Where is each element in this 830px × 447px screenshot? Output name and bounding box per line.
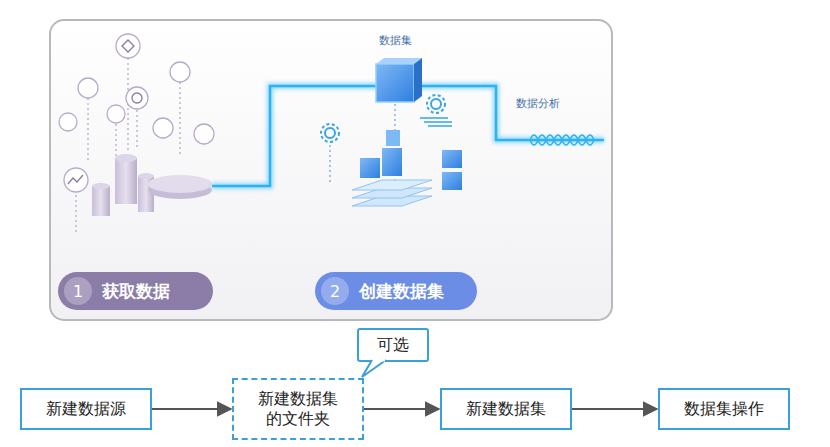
database-cylinders [92,154,212,216]
illustration-label: 数据分析 [516,96,560,111]
callout-bubble: 可选 [357,328,429,362]
step-number: 2 [321,277,349,305]
panel [50,20,612,320]
node-label: 新建数据集 [466,399,546,419]
flow-arrow [572,408,657,410]
flow-arrow [152,408,231,410]
dataset-cube [330,58,422,185]
step-pill: 2 创建数据集 [315,272,477,310]
node-label: 数据集操作 [684,399,764,419]
process-box: 数据集操作 [658,388,790,430]
step-pill: 1 获取数据 [58,272,213,310]
node-label: 新建数据集的文件夹 [258,389,338,429]
node-label: 可选 [377,335,409,356]
node-label: 新建数据源 [46,399,126,419]
step-number: 1 [64,277,92,305]
illustration-label: 数据集 [379,33,412,48]
data-layers [352,130,462,206]
process-box: 新建数据源 [20,388,152,430]
flow-arrow [364,408,439,410]
node-label: 创建数据集 [359,280,444,303]
optional-box: 新建数据集的文件夹 [232,378,364,440]
node-label: 获取数据 [102,280,170,303]
source-icons [59,34,214,235]
process-box: 新建数据集 [440,388,572,430]
